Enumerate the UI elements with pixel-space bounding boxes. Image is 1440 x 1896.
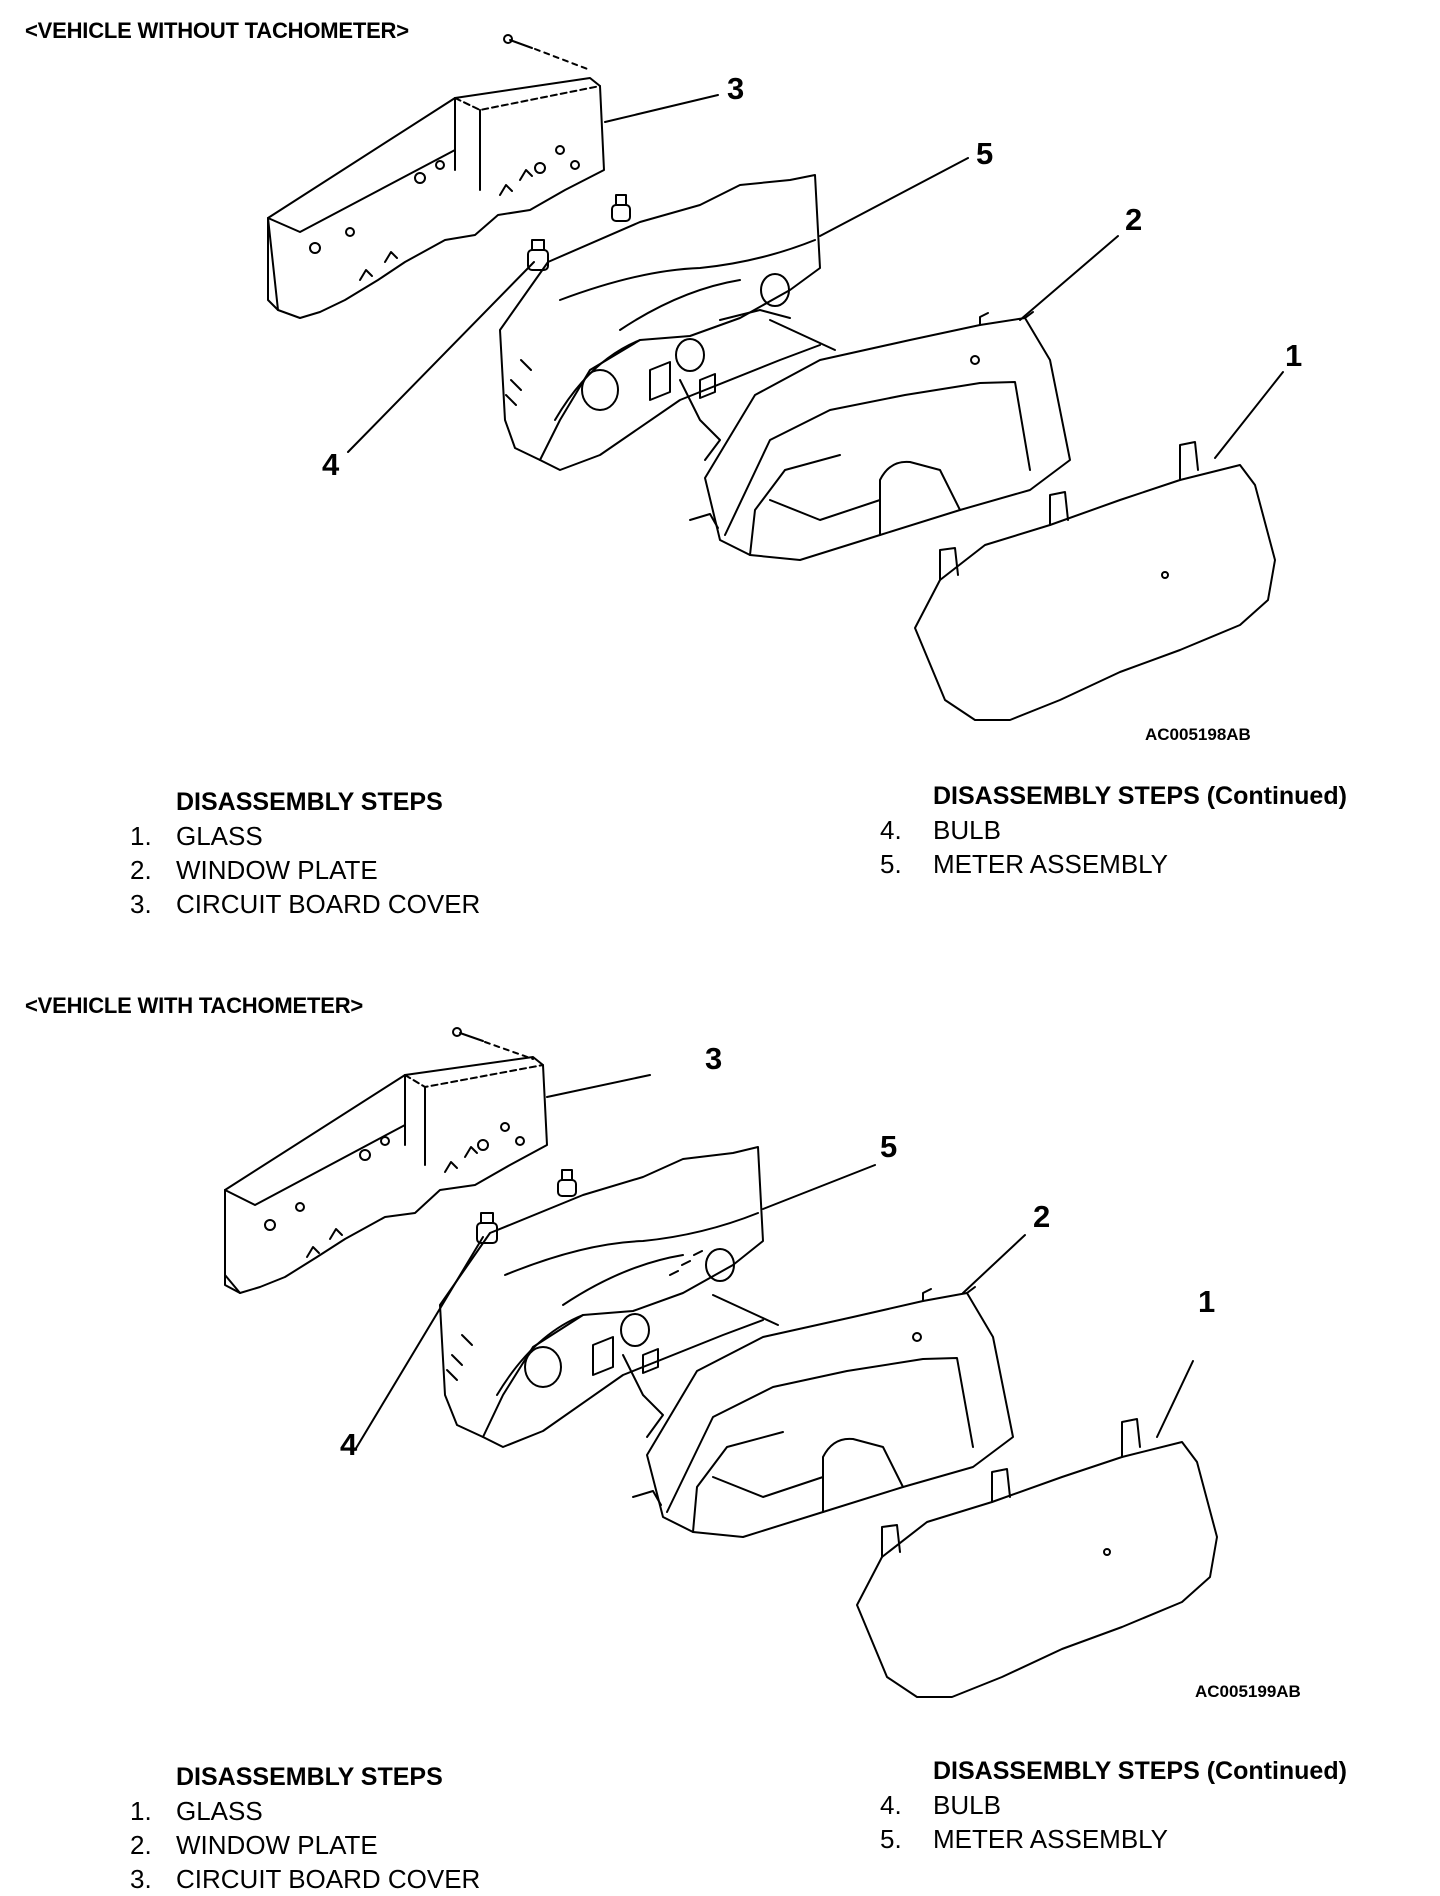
- section-with-tachometer: <VEHICLE WITH TACHOMETER>: [0, 975, 1440, 1894]
- disassembly-steps-continued-list: DISASSEMBLY STEPS (Continued) 4.BULB 5.M…: [880, 1757, 1420, 1856]
- glass-part: [856, 1418, 1218, 1698]
- callout-4: 4: [340, 1427, 358, 1462]
- figure-code: AC005198AB: [1145, 725, 1251, 744]
- callout-1: 1: [1285, 338, 1302, 373]
- leader-line-2: [962, 1234, 1026, 1294]
- callout-5: 5: [880, 1129, 897, 1164]
- callout-5: 5: [976, 136, 993, 171]
- step-item: 2.WINDOW PLATE: [130, 855, 378, 885]
- steps-title: DISASSEMBLY STEPS: [176, 1763, 443, 1791]
- exploded-view-diagram: 3 5 2 1 4 AC005198AB: [267, 34, 1302, 744]
- bulb-part: [527, 239, 549, 271]
- step-item: 2.WINDOW PLATE: [130, 1830, 378, 1860]
- circuit-board-cover-part: [267, 77, 605, 319]
- step-item: 3.CIRCUIT BOARD COVER: [130, 1864, 481, 1894]
- meter-assembly-part: [439, 1146, 779, 1448]
- bulb-part: [611, 194, 631, 222]
- steps-title: DISASSEMBLY STEPS: [176, 788, 443, 816]
- callout-4: 4: [322, 447, 340, 482]
- leader-line-3: [604, 94, 719, 123]
- step-item: 1.GLASS: [130, 1796, 263, 1826]
- bulb-part: [476, 1212, 498, 1244]
- step-item: 5.METER ASSEMBLY: [880, 1824, 1169, 1854]
- bulb-part: [557, 1169, 577, 1197]
- leader-line-5: [762, 1164, 876, 1210]
- circuit-board-cover-part: [224, 1056, 548, 1294]
- step-item: 4.BULB: [880, 815, 1001, 845]
- step-item: 4.BULB: [880, 1790, 1001, 1820]
- step-item: 5.METER ASSEMBLY: [880, 849, 1169, 879]
- section-without-tachometer: <VEHICLE WITHOUT TACHOMETER>: [0, 0, 1440, 940]
- section-heading: <VEHICLE WITHOUT TACHOMETER>: [25, 18, 409, 43]
- callout-2: 2: [1125, 202, 1142, 237]
- callout-3: 3: [727, 71, 744, 106]
- leader-line-4: [347, 261, 535, 453]
- step-item: 1.GLASS: [130, 821, 263, 851]
- disassembly-steps-list: DISASSEMBLY STEPS 1.GLASS 2.WINDOW PLATE…: [130, 1760, 550, 1896]
- leader-line-2: [1019, 235, 1119, 321]
- leader-line-1: [1156, 1360, 1194, 1438]
- glass-part: [914, 441, 1276, 721]
- figure-code: AC005199AB: [1195, 1682, 1301, 1701]
- section-heading: <VEHICLE WITH TACHOMETER>: [25, 993, 364, 1018]
- leader-line-3: [546, 1074, 651, 1098]
- steps-title: DISASSEMBLY STEPS (Continued): [933, 1757, 1347, 1785]
- disassembly-steps-continued-list: DISASSEMBLY STEPS (Continued) 4.BULB 5.M…: [880, 782, 1420, 881]
- meter-assembly-part: [499, 174, 836, 471]
- leader-line-4: [354, 1236, 484, 1451]
- screw-part: [452, 1027, 534, 1060]
- window-plate-part: [632, 1286, 1014, 1538]
- leader-line-5: [819, 157, 969, 237]
- step-item: 3.CIRCUIT BOARD COVER: [130, 889, 481, 919]
- callout-2: 2: [1033, 1199, 1050, 1234]
- exploded-view-diagram: 3 5 2 1 4 AC005199AB: [224, 1027, 1301, 1701]
- disassembly-steps-list: DISASSEMBLY STEPS 1.GLASS 2.WINDOW PLATE…: [130, 785, 550, 921]
- leader-line-1: [1214, 371, 1284, 459]
- screw-part: [503, 34, 591, 71]
- steps-title: DISASSEMBLY STEPS (Continued): [933, 782, 1347, 810]
- window-plate-part: [689, 311, 1071, 561]
- callout-3: 3: [705, 1041, 722, 1076]
- callout-1: 1: [1198, 1284, 1215, 1319]
